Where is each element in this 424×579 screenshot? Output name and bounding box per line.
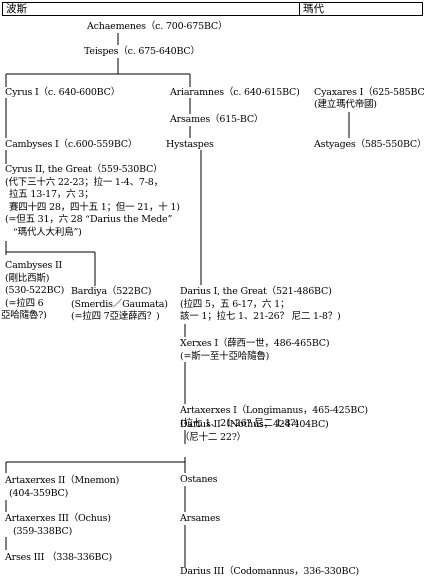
node-cambyses2-line: (剛比西斯) — [5, 272, 50, 284]
node-artaxerxes3-line: (359-338BC) — [13, 525, 73, 537]
node-darius2-line: （尼十二 22?） — [180, 431, 246, 443]
node-cambyses1: Cambyses I（c.600-559BC） — [5, 139, 138, 150]
node-xerxes1-line: (=斯一至十亞哈隨魯) — [180, 350, 270, 362]
node-cambyses2-line: (530-522BC) — [5, 285, 65, 296]
node-darius1-line: Darius I, the Great（521-486BC) — [180, 286, 332, 297]
node-cambyses2-line: 亞哈隨魯?) — [1, 310, 47, 321]
node-artaxerxes3: Artaxerxes III（Ochus) (359-338BC) — [5, 513, 111, 538]
node-cambyses2-line: (=拉四 6 — [5, 297, 44, 309]
node-artaxerxes1-line: (拉七 1、21-26? 尼二 1-8?) — [180, 417, 299, 429]
node-cambyses2-line: Cambyses II — [5, 260, 63, 271]
node-artaxerxes3-line: Artaxerxes III（Ochus) — [5, 513, 111, 524]
node-achaemenes: Achaemenes（c. 700-675BC） — [87, 21, 228, 32]
node-xerxes1-line: Xerxes I（薛西一世，486-465BC) — [180, 338, 330, 349]
node-darius2-line: Darius II（Nothus，424-404BC) — [180, 419, 329, 430]
node-cyrus2-line: (=但五 31，六 28 “Darius the Mede” — [5, 214, 173, 225]
node-cyaxares1: Cyaxares I（625-585BC） — [314, 87, 424, 98]
node-darius1-line: 該一 1；拉七 1、21-26？ 尼二 1-8？) — [180, 311, 341, 322]
node-cyrus2-line: (代下三十六 22-23；拉一 1-4、7-8， — [5, 176, 163, 188]
node-cyrus2-line: “瑪代人大利烏”) — [13, 226, 82, 238]
node-bardiya: Bardiya（522BC) (Smerdis／Gaumata) (=拉四 7亞… — [71, 286, 168, 324]
node-darius3: Darius III（Codomannus，336-330BC) — [180, 566, 360, 577]
node-cyaxares1-note: (建立瑪代帝國) — [314, 99, 377, 110]
node-cyrus2: Cyrus II, the Great（559-530BC） (代下三十六 22… — [5, 164, 180, 239]
node-arses3: Arses III （338-336BC) — [5, 552, 112, 563]
node-cyrus2-line: 賽四十四 28，四十五 1；但一 21，十 1) — [9, 201, 180, 213]
node-cambyses2: Cambyses II (剛比西斯) (530-522BC) (=拉四 6 亞哈… — [1, 260, 65, 323]
node-darius1: Darius I, the Great（521-486BC) (拉四 5，五 6… — [180, 286, 341, 324]
node-ariaramnes: Ariaramnes（c. 640-615BC) — [170, 87, 300, 98]
node-cyrus2-line: 拉五 13-17，六 3； — [9, 189, 94, 200]
node-arsames-2: Arsames — [180, 513, 221, 524]
node-bardiya-line: (=拉四 7亞達薛西？) — [71, 311, 160, 322]
node-ostanes: Ostanes — [180, 474, 218, 485]
node-bardiya-line: (Smerdis／Gaumata) — [71, 298, 168, 310]
node-cyrus1: Cyrus I（c. 640-600BC） — [5, 87, 121, 98]
node-darius2-block: Darius II（Nothus，424-404BC) （尼十二 22?） — [180, 419, 329, 444]
node-artaxerxes2: Artaxerxes II（Mnemon) (404-359BC) — [5, 475, 119, 500]
node-xerxes1: Xerxes I（薛西一世，486-465BC) (=斯一至十亞哈隨魯) — [180, 338, 330, 363]
node-teispes: Teispes（c. 675-640BC） — [84, 46, 200, 57]
node-cyrus2-line: Cyrus II, the Great（559-530BC） — [5, 164, 163, 175]
node-darius1-line: (拉四 5，五 6-17，六 1； — [180, 298, 290, 310]
node-arsames-1: Arsames（615-BC） — [170, 114, 264, 125]
node-artaxerxes2-line: (404-359BC) — [9, 487, 69, 499]
header-media: 瑪代 — [299, 2, 423, 16]
node-astyages: Astyages（585-550BC） — [314, 139, 424, 150]
node-hystaspes: Hystaspes — [166, 139, 214, 150]
node-artaxerxes1: Artaxerxes I（Longimanus，465-425BC) (拉七 1… — [180, 405, 368, 430]
node-artaxerxes2-line: Artaxerxes II（Mnemon) — [5, 475, 120, 486]
node-bardiya-line: Bardiya（522BC) — [71, 286, 152, 297]
node-artaxerxes1-line: Artaxerxes I（Longimanus，465-425BC) — [180, 405, 368, 416]
